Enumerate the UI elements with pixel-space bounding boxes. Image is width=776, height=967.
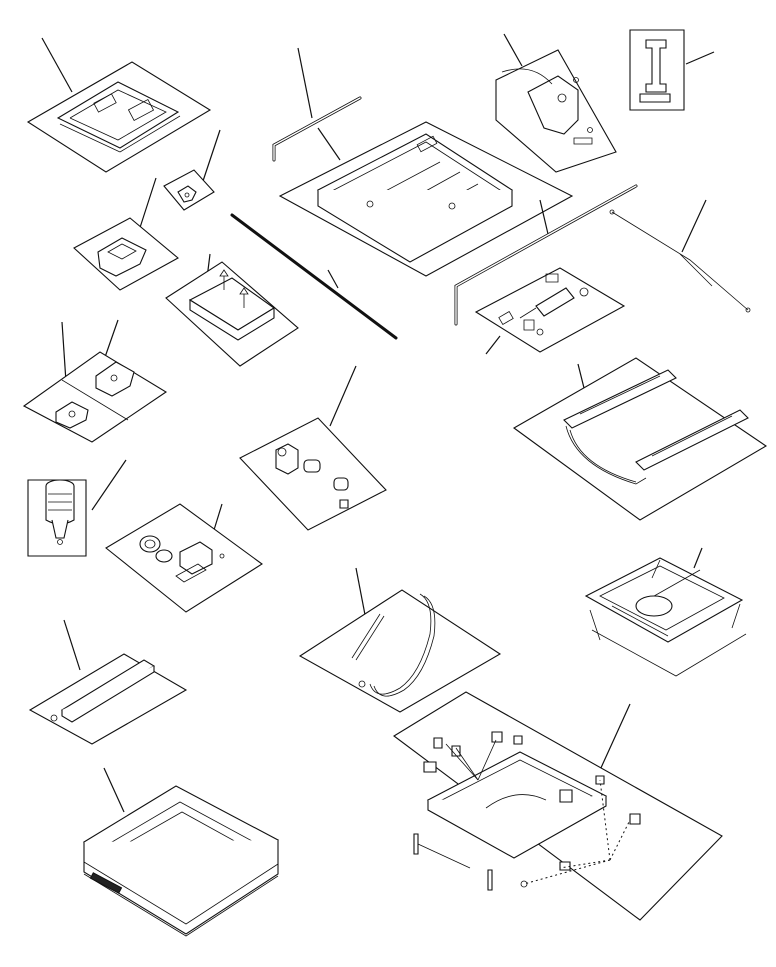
part-harness-cable <box>300 568 500 712</box>
part-cylinder-damper <box>28 460 126 556</box>
part-gas-spring-kit <box>476 268 624 354</box>
part-lever-mechanism <box>496 34 616 172</box>
part-seat-frame-assembly <box>280 122 572 276</box>
part-base-frame-with-fasteners <box>394 692 722 920</box>
part-seat-bellows-cover <box>84 768 278 936</box>
part-wire-cable <box>610 200 750 312</box>
part-bracket <box>74 178 178 290</box>
part-rod-bent <box>274 48 360 160</box>
part-hanger-bracket <box>630 30 714 110</box>
part-motor-bracket <box>106 504 262 612</box>
part-trim-strip <box>30 620 186 744</box>
part-scissor-suspension <box>586 548 746 676</box>
part-long-bent-rod <box>456 186 636 324</box>
part-seat-base-plate <box>28 38 210 172</box>
part-small-clip <box>164 130 220 210</box>
part-slide-rail-assembly <box>514 358 766 520</box>
part-long-rod <box>232 215 396 338</box>
part-clamp-kit <box>240 366 386 530</box>
part-knob-bracket-pair <box>24 320 166 442</box>
part-cover-block <box>166 254 298 366</box>
